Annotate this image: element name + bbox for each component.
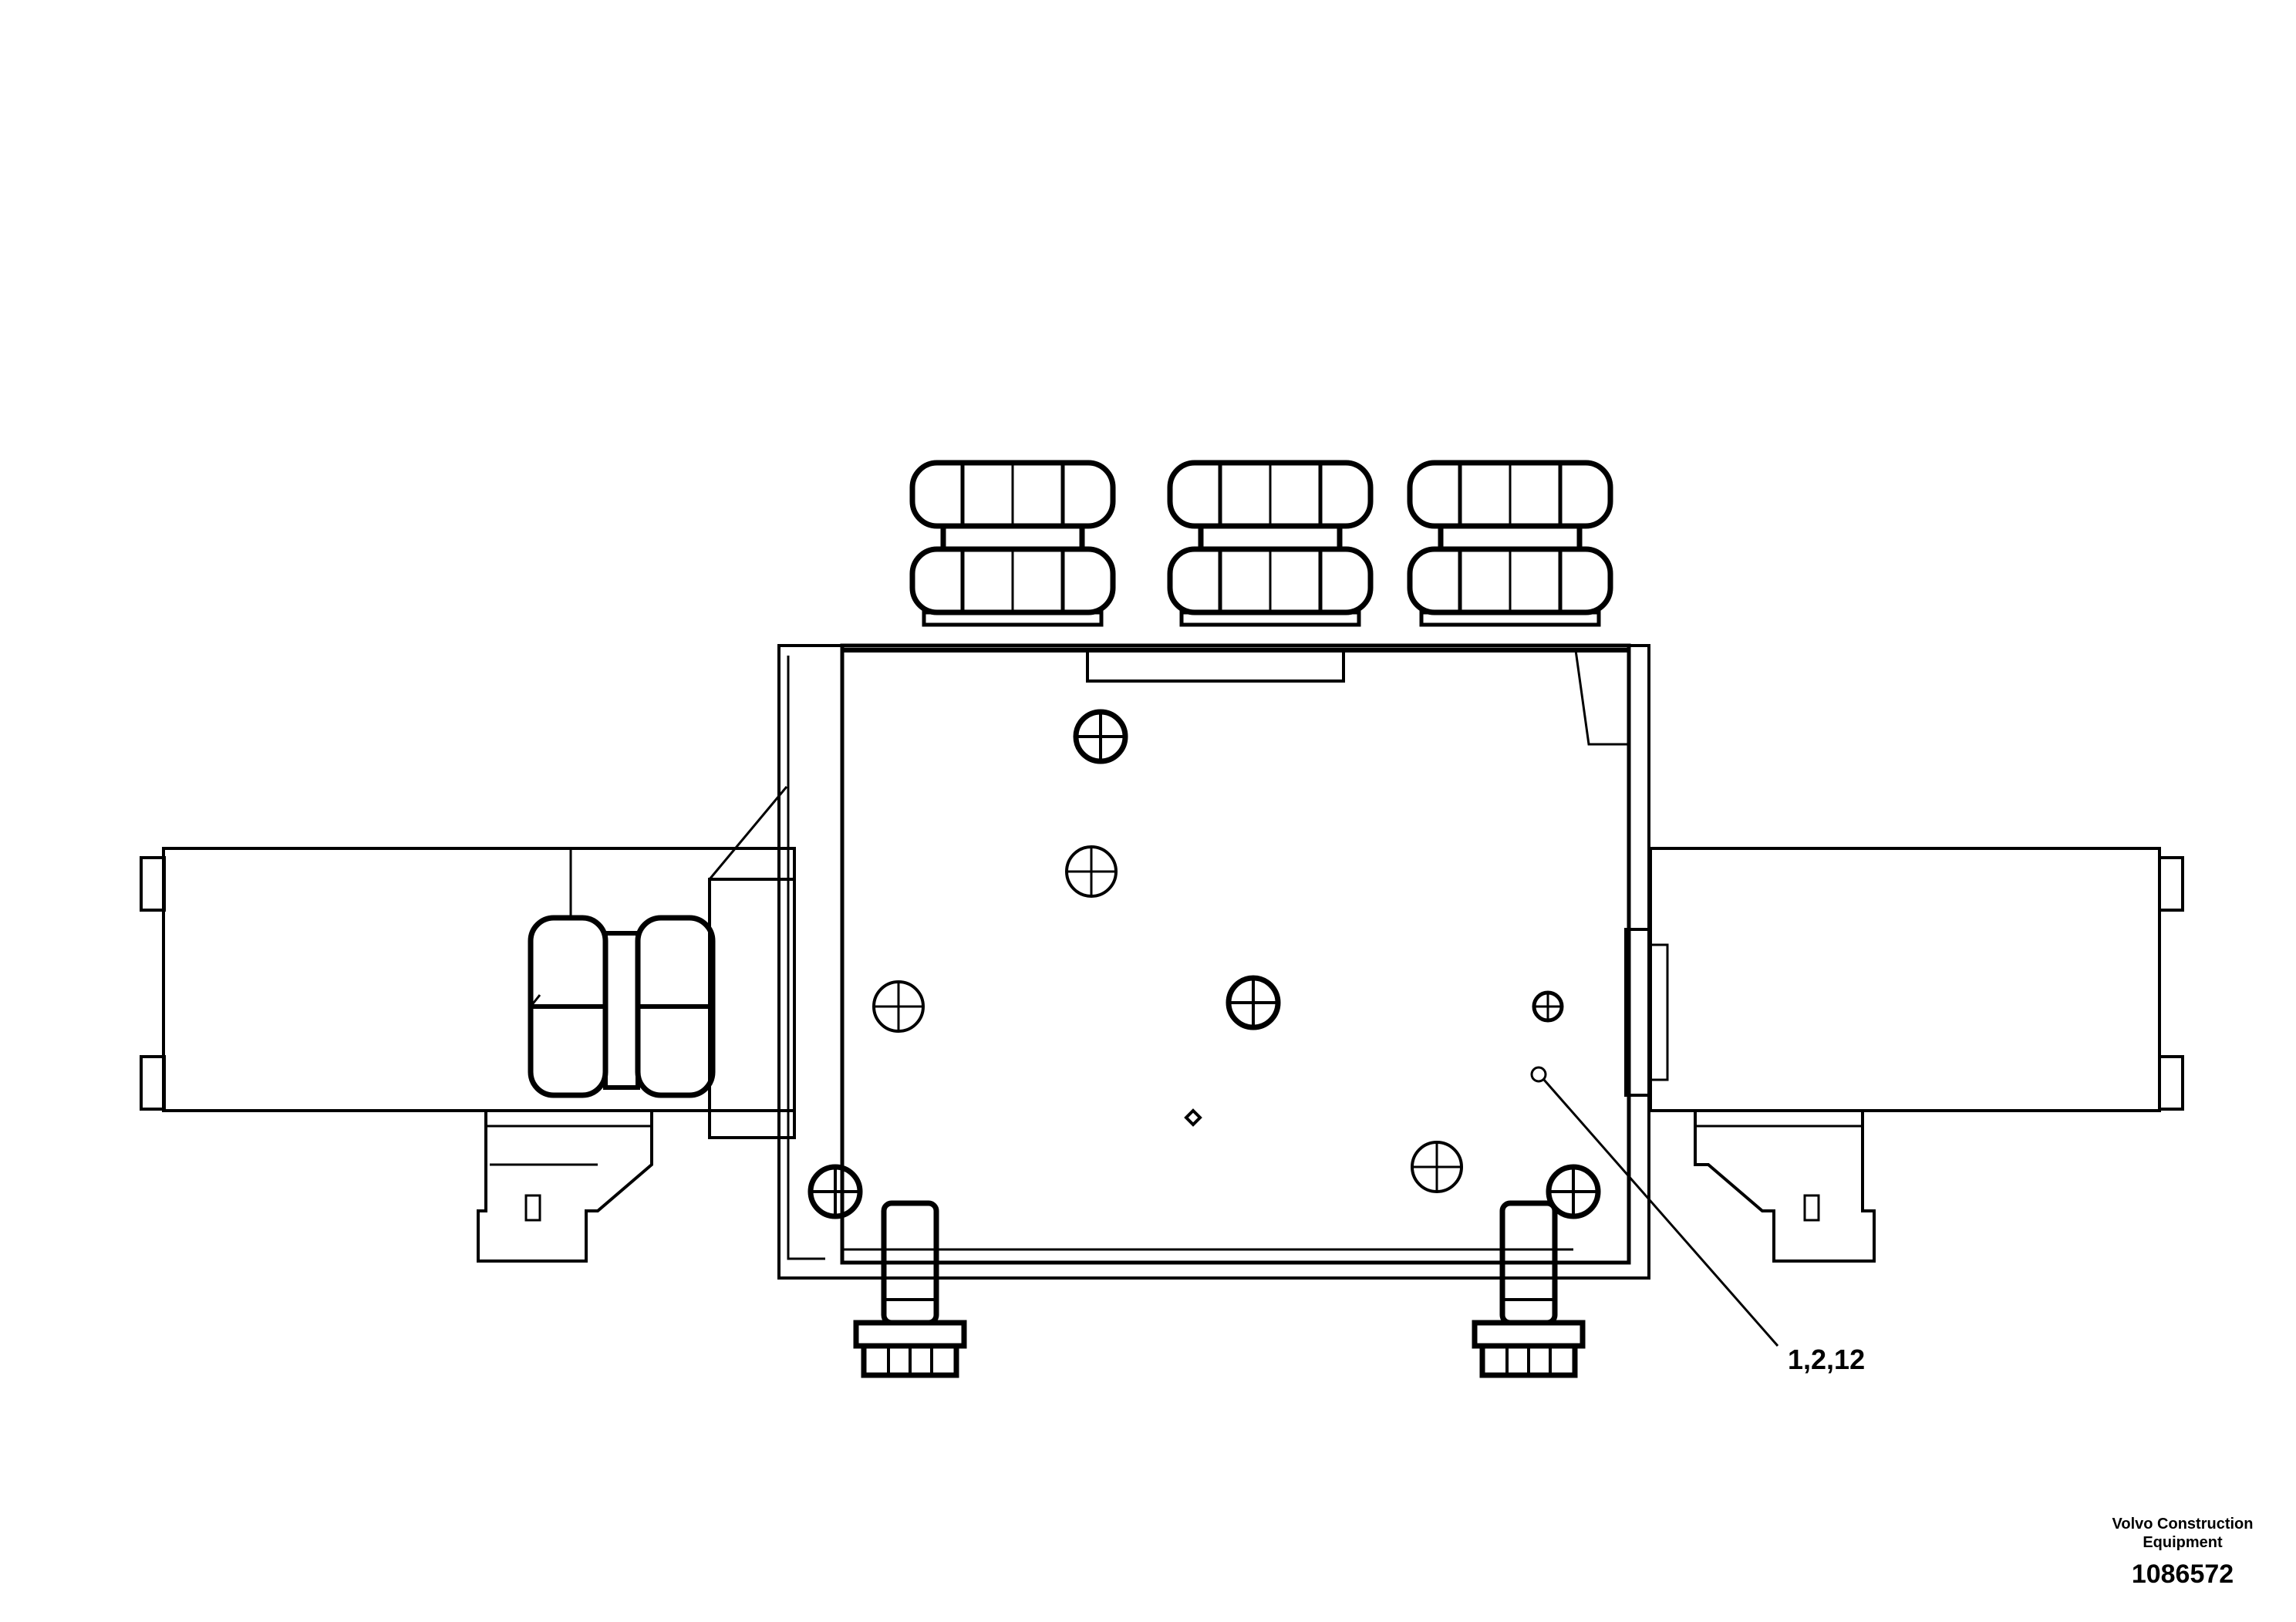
top-fitting-2 — [1170, 463, 1371, 625]
drawing-number: 1086572 — [2131, 1560, 2234, 1589]
left-fitting-nuts — [528, 915, 716, 1098]
screw-3 — [872, 980, 925, 1033]
company-name: Volvo Construction Equipment — [2112, 1516, 2254, 1551]
top-fitting-1 — [912, 463, 1113, 625]
screw-2 — [1065, 845, 1118, 898]
callout-leader — [1530, 1066, 1779, 1347]
left-solenoid — [140, 786, 796, 1263]
title-block: Volvo Construction Equipment 1086572 — [2067, 1515, 2296, 1590]
bottom-bolt-left — [856, 1203, 964, 1375]
screw-1 — [1076, 712, 1125, 761]
top-fitting-3 — [1410, 463, 1610, 625]
screw-small — [1532, 990, 1564, 1023]
bottom-bolt-right — [1475, 1203, 1583, 1375]
screw-5 — [811, 1167, 860, 1216]
callout-label: 1,2,12 — [1788, 1344, 1866, 1375]
right-solenoid — [1624, 847, 2184, 1263]
screw-4 — [1229, 978, 1278, 1027]
marker-dot — [1184, 1108, 1202, 1127]
screw-6 — [1411, 1141, 1463, 1193]
valve-body — [777, 643, 1650, 1280]
